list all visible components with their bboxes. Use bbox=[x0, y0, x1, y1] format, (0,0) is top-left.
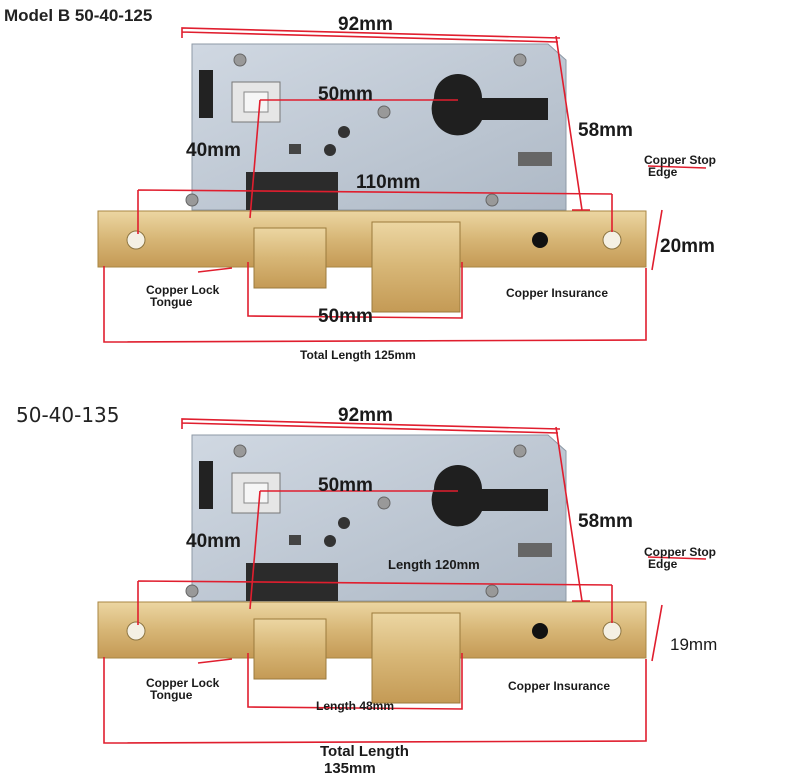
lock-panel-2: 50-40-135 92mm 50mm 58mm 40mm Length 120… bbox=[0, 391, 790, 782]
body-slot bbox=[199, 461, 213, 509]
insurance-label: Copper Insurance bbox=[508, 679, 611, 693]
faceplate-screw-hole bbox=[602, 621, 622, 641]
width-dimension-label: 92mm bbox=[338, 405, 393, 426]
copper-insurance bbox=[371, 221, 461, 313]
panel-title: Model B 50-40-125 bbox=[4, 6, 153, 25]
copper-lock-tongue bbox=[253, 618, 327, 680]
bottom-mid-label: Length 48mm bbox=[316, 699, 395, 713]
faceplate-width-label: 19mm bbox=[670, 635, 718, 654]
body-slot bbox=[199, 70, 213, 118]
lock-panel-1: Model B 50-40-125 92mm 50mm 58mm 40mm 11… bbox=[4, 6, 716, 362]
faceplate-screw-hole bbox=[126, 621, 146, 641]
faceplate-screw-hole bbox=[602, 230, 622, 250]
faceplate-mid-label: 110mm bbox=[356, 172, 421, 193]
copper-insurance bbox=[371, 612, 461, 704]
depth-dimension-label: 40mm bbox=[186, 140, 241, 161]
total-length-label: Total Length 135mm bbox=[320, 743, 409, 777]
lock-tongue-label: Copper Lock Tongue bbox=[146, 283, 220, 309]
lock-tongue-label: Copper Lock Tongue bbox=[146, 676, 220, 702]
faceplate-mid-label: Length 120mm bbox=[388, 557, 480, 572]
cylinder-hole bbox=[431, 74, 548, 136]
depth-dimension-label: 40mm bbox=[186, 531, 241, 552]
faceplate-width-label: 20mm bbox=[660, 236, 715, 257]
lock-illustration-2 bbox=[97, 418, 707, 744]
stop-edge-label: Copper Stop Edge bbox=[644, 545, 716, 571]
insurance-label: Copper Insurance bbox=[506, 286, 609, 300]
backset-dimension-label: 50mm bbox=[318, 84, 373, 105]
lock-illustration-1 bbox=[97, 27, 707, 343]
panel-title: 50-40-135 bbox=[16, 403, 120, 427]
height-dimension-label: 58mm bbox=[578, 511, 633, 532]
bottom-mid-label: 50mm bbox=[318, 306, 373, 327]
width-dimension-label: 92mm bbox=[338, 14, 393, 35]
backset-dimension-label: 50mm bbox=[318, 475, 373, 496]
faceplate-screw-hole bbox=[126, 230, 146, 250]
cylinder-hole bbox=[431, 465, 548, 527]
copper-lock-tongue bbox=[253, 227, 327, 289]
height-dimension-label: 58mm bbox=[578, 120, 633, 141]
stop-edge-label: Copper Stop Edge bbox=[644, 153, 716, 179]
total-length-label: Total Length 125mm bbox=[300, 348, 416, 362]
